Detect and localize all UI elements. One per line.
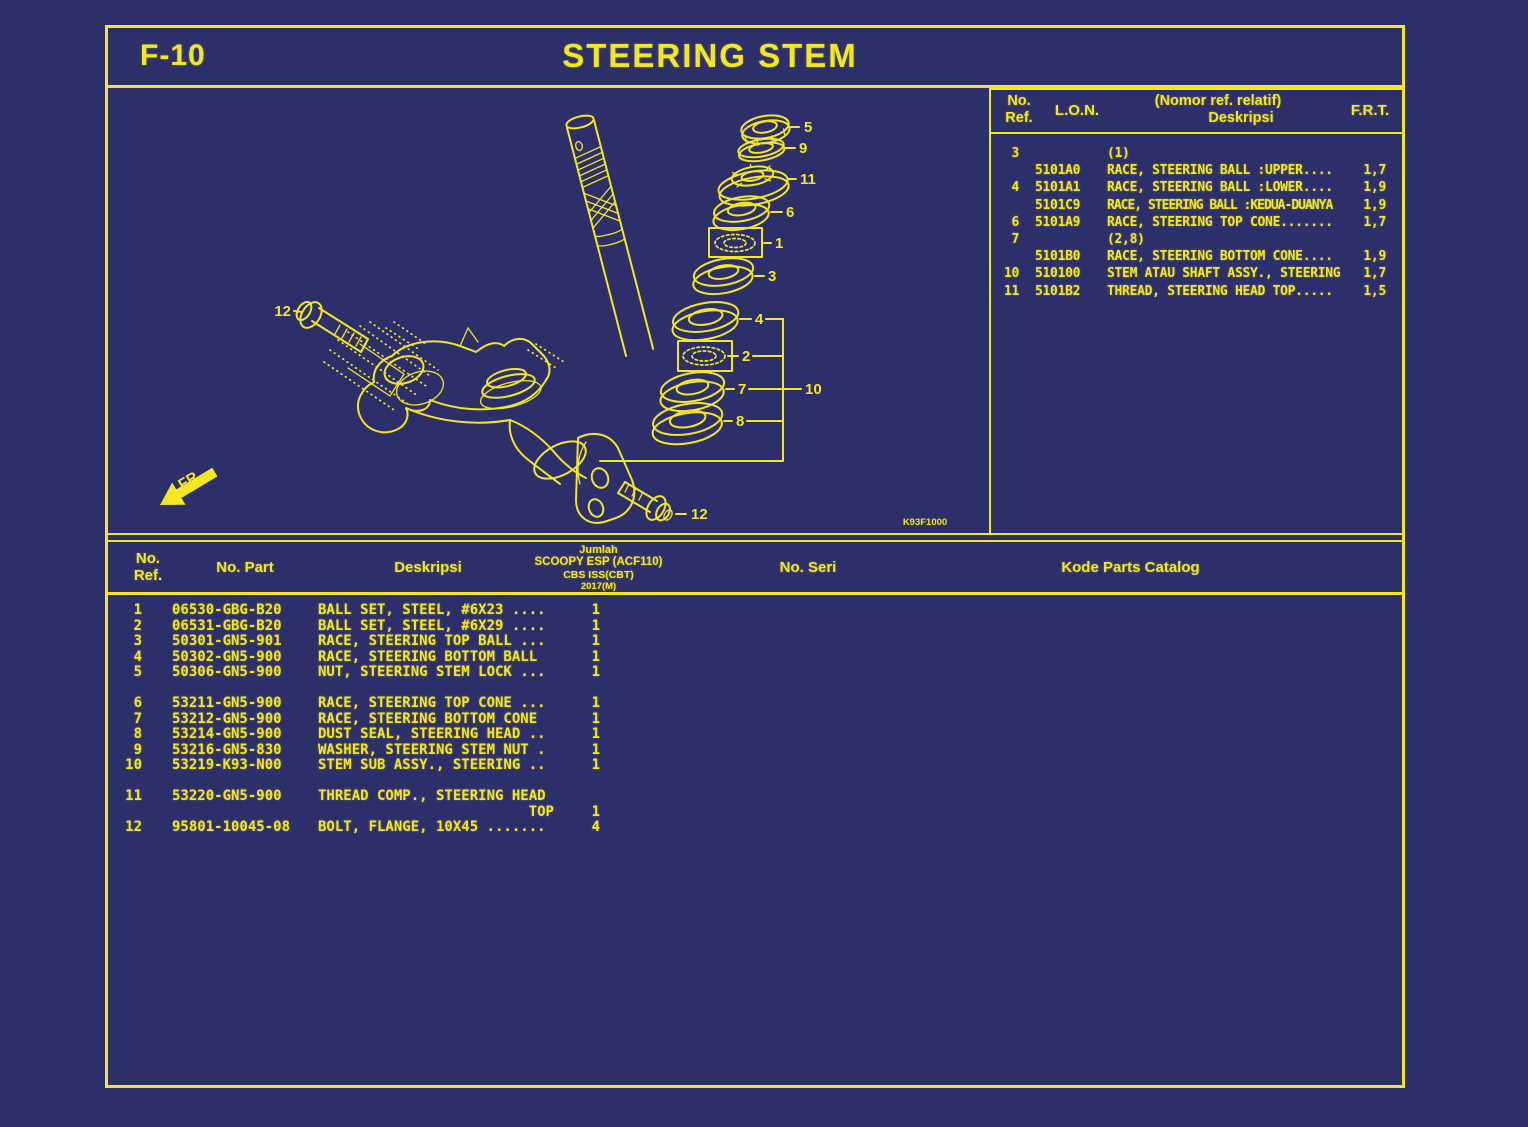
callout-3: 3 (768, 268, 776, 285)
stipple-texture (323, 321, 565, 411)
steering-stem-diagram: 12 12 5 (160, 114, 947, 528)
part-4-bottom-ball-race (671, 301, 740, 342)
callout-8: 8 (736, 413, 744, 430)
parts-header-ref: No. Ref. (133, 550, 163, 584)
lon-panel: No. Ref. L.O.N. (Nomor ref. relatif) Des… (989, 88, 1402, 533)
lon-table-header: No. Ref. L.O.N. (Nomor ref. relatif) Des… (991, 90, 1402, 134)
flange-bolt-top (295, 300, 369, 353)
lon-table-row: 3(1) (1011, 146, 1130, 161)
part-7-bottom-cone-race (659, 371, 726, 413)
callout-10: 10 (805, 381, 822, 398)
title-bar: F-10 STEERING STEM (108, 28, 1402, 88)
parts-header-catalog: Kode Parts Catalog (1061, 559, 1200, 576)
callout-12-top: 12 (274, 303, 291, 320)
lon-header-deskripsi: (Nomor ref. relatif) Deskripsi (1154, 93, 1282, 126)
page-title: STEERING STEM (562, 37, 858, 74)
group-10-bracket (599, 318, 784, 462)
part-8-dust-seal (651, 402, 724, 446)
lon-header-lon: L.O.N. (1054, 102, 1100, 119)
parts-header-deskripsi: Deskripsi (394, 559, 462, 576)
callout-4: 4 (755, 311, 764, 328)
part-1-ball-set-upper (708, 227, 763, 258)
content-area: 12 12 5 (108, 88, 1402, 535)
callout-12-bottom: 12 (691, 506, 708, 523)
part-3-top-ball-race (692, 257, 755, 296)
callout-1: 1 (775, 235, 783, 252)
flange-bolt-bottom (617, 481, 673, 522)
catalog-frame: F-10 STEERING STEM (105, 25, 1405, 1088)
callout-7: 7 (738, 381, 746, 398)
callout-2: 2 (742, 348, 750, 365)
part-11-head-top-thread (717, 163, 790, 207)
fr-arrow-icon (160, 467, 218, 505)
lon-header-frt: F.R.T. (1350, 102, 1390, 119)
callout-11: 11 (800, 171, 816, 188)
callout-6: 6 (786, 204, 794, 221)
stem-bridge-body (323, 321, 636, 524)
drawing-code: K93F1000 (903, 517, 947, 528)
callout-5: 5 (804, 119, 812, 136)
parts-header-seri: No. Seri (779, 559, 837, 576)
parts-header-part: No. Part (216, 559, 274, 576)
callout-9: 9 (799, 140, 807, 157)
part-2-ball-set-lower (677, 340, 733, 372)
parts-header-jumlah: Jumlah SCOOPY ESP (ACF110) CBS ISS(CBT) … (534, 544, 663, 592)
stem-shaft (565, 114, 655, 357)
page-code: F-10 (140, 39, 206, 72)
parts-table-header: No. Ref. No. Part Deskripsi Jumlah SCOOP… (108, 540, 1402, 595)
stem-collar (479, 367, 542, 410)
lon-header-ref: No. Ref. (1005, 93, 1033, 126)
lon-table-row: 7(2,8) (1011, 231, 1145, 247)
part-6-top-cone-race (712, 195, 771, 232)
